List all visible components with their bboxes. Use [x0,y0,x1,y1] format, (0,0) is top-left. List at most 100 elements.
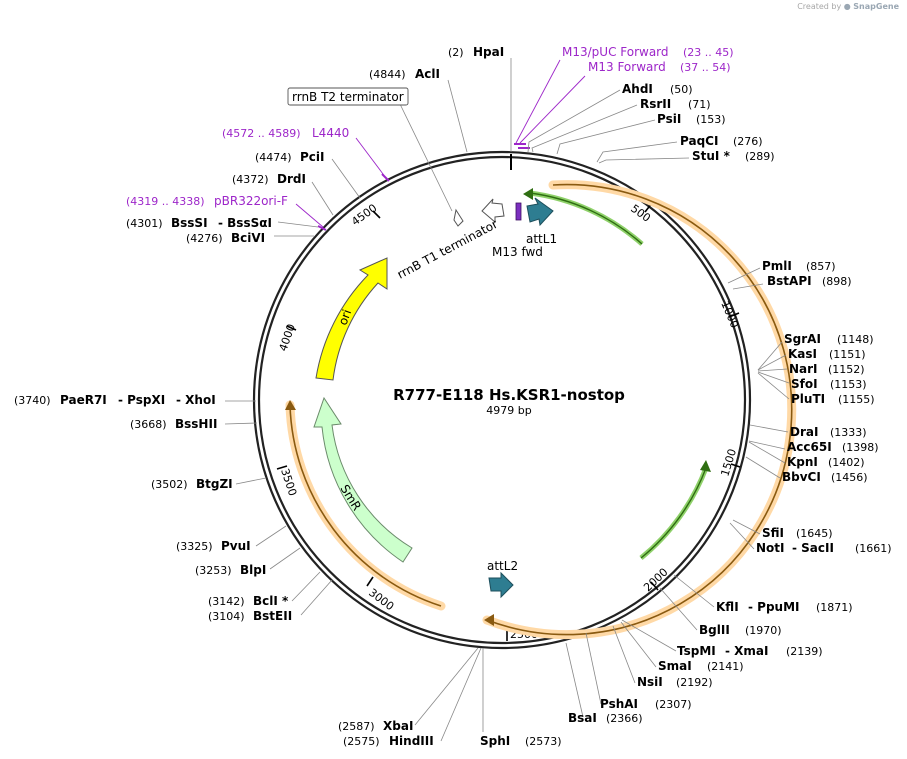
position-ticks [276,202,741,641]
tick-label-4000: 4000 [277,322,298,353]
site-sfoi: SfoI [791,377,818,391]
leader-pshai [585,632,602,705]
leader-ahdi [527,89,621,153]
site-drdi: DrdI [277,172,306,186]
feature-ori-label: ori [336,308,354,327]
leader-bcli [291,571,321,602]
site-paqci-pos: (276) [733,135,763,148]
site-pmli: PmlI [762,259,792,273]
site-xmai: - XmaI [725,644,768,658]
leader-bsshii [224,422,258,425]
feature-m13fwd-box [515,202,522,221]
leader-kasi [757,354,787,371]
feature-rrnbt1-arrow [481,198,505,224]
orf-arc-left-line [289,404,442,607]
site-bstapi: BstAPI [767,274,812,288]
primer-l4440-leader [355,137,387,179]
snapgene-logo-icon: ● [843,2,851,11]
site-ahdi-pos: (50) [670,83,693,96]
green-arc-lower-line [640,467,707,559]
feature-smr-arrow [313,396,413,563]
site-stui: StuI * [692,149,731,163]
rrnbt2-leader [399,103,453,212]
site-hpai-pos: (2) [448,46,464,59]
leader-kfli [673,574,715,608]
site-bbvci-pos: (1456) [831,471,868,484]
site-bsai: BsaI [568,711,597,725]
feature-rrnbt2-arrow [453,208,464,227]
primer-l4440-mark [381,173,390,182]
site-blpi: BlpI [240,563,266,577]
site-nsii: NsiI [637,675,663,689]
primer-m13-name: M13 Forward [588,60,666,74]
site-pluti-pos: (1155) [838,393,875,406]
site-bsshii: BssHII [175,417,217,431]
tick-1500 [730,463,741,468]
site-sacii: - SacII [792,541,834,555]
site-pshai-pos: (2307) [655,698,692,711]
site-xbai-pos: (2587) [338,720,375,733]
leader-kpni [748,441,786,464]
site-bsssai: - BssSαI [218,216,272,230]
site-xhoi: - XhoI [176,393,216,407]
leader-acc65i [748,440,786,450]
site-tspmi: TspMI [677,644,716,658]
site-rsrii: RsrII [640,97,671,111]
site-sacii-pos: (1661) [855,542,892,555]
tick-4000 [286,325,297,331]
orf-arc-left-head [285,400,296,410]
tick-4500 [372,210,381,219]
orf-arc-large-head [484,614,494,626]
site-acc65i: Acc65I [787,440,832,454]
orf-arc-large-line [486,183,793,636]
leader-noti [729,522,755,550]
site-sfii: SfiI [762,526,784,540]
leader-psii [556,119,656,155]
orf-arc-left [285,400,446,611]
leader-nsii [612,625,636,684]
green-arc-upper-head [523,188,533,200]
site-sgrai: SgrAI [784,332,821,346]
tick-label-1000: 1000 [718,299,741,330]
primer-m13puc-name: M13/pUC Forward [562,45,669,59]
site-sgrai-pos: (1148) [837,333,874,346]
leader-bsssi [277,221,319,228]
site-kpni-pos: (1402) [828,456,865,469]
leader-sfii [732,519,761,535]
feature-rrnbt1-label: rrnB T1 terminator [395,217,500,282]
site-pluti: PluTI [791,392,825,406]
leader-drdi [311,181,334,216]
tick-3000 [366,576,374,587]
backbone-ring-outer [252,150,752,650]
leader-bglii [659,587,698,631]
site-pcii: PciI [300,150,325,164]
leader-pvui [255,525,287,547]
leader-drai [749,424,789,433]
tick-2000 [650,581,659,591]
site-nari: NarI [789,362,818,376]
backbone-ring-inner [257,155,747,645]
primer-pbr322-leader [295,203,324,228]
site-nari-pos: (1152) [828,363,865,376]
leader-hindiii [440,647,482,742]
tick-label-4500: 4500 [349,201,379,228]
feature-attl2-arrow [488,571,514,599]
feature-rrnbt2-label: rrnB T2 terminator [292,90,404,104]
site-leaders [224,58,790,742]
leader-bbvci [745,456,781,479]
site-bcivi: BciVI [231,231,265,245]
primer-m13-leader [519,75,586,144]
site-bsssi: BssSI [171,216,208,230]
primer-pbr322-pos: (4319 .. 4338) [126,195,205,208]
leader-pmli [727,267,761,284]
site-bsai-pos: (2366) [606,712,643,725]
site-drdi-pos: (4372) [232,173,269,186]
site-stui-pos: (289) [745,150,775,163]
site-pvui: PvuI [221,539,251,553]
site-psii-pos: (153) [696,113,726,126]
feature-attl1-arrow [526,197,554,227]
site-sphi: SphI [480,734,510,748]
leader-nari [757,368,788,372]
site-pspxi: - PspXI [118,393,165,407]
site-paqci: PaqCI [680,134,718,148]
